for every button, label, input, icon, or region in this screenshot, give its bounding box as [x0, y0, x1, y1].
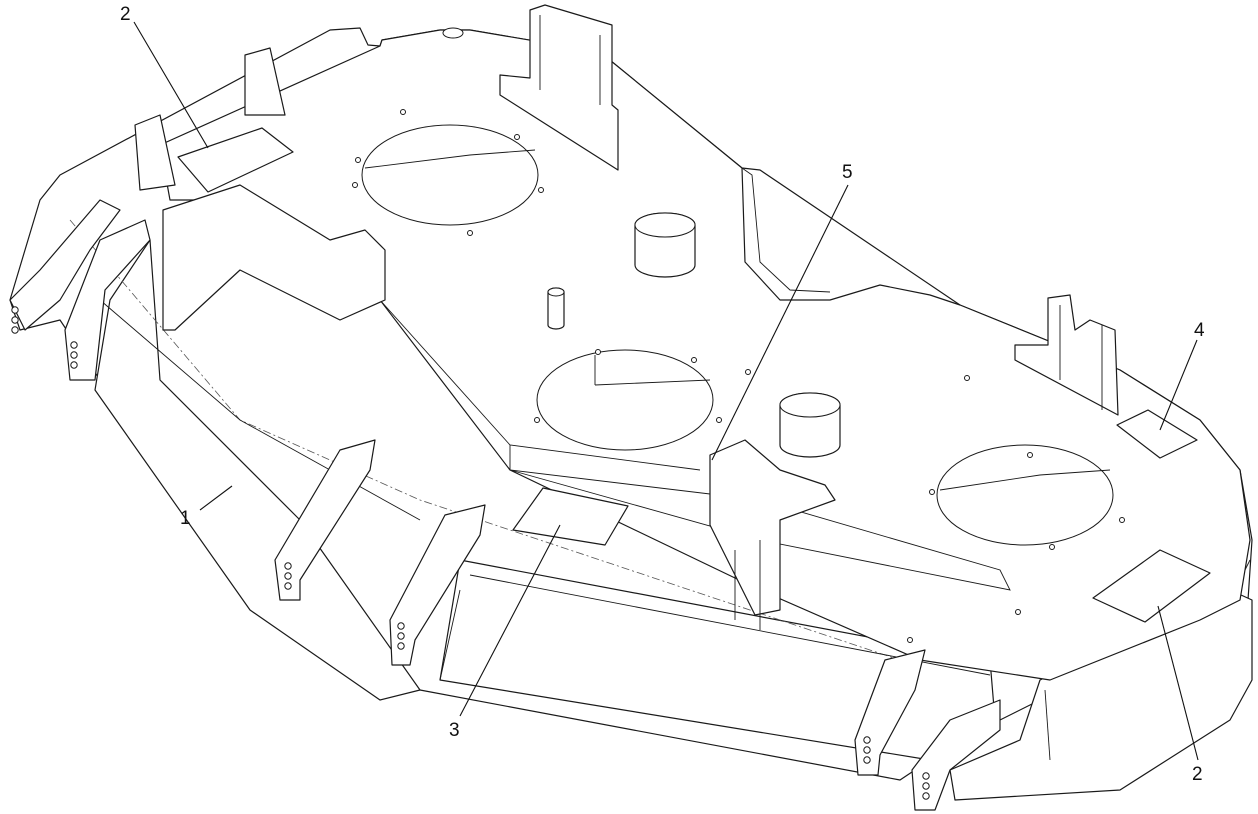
- callout-4: 4: [1194, 320, 1205, 341]
- blade-opening-center: [536, 349, 714, 451]
- leader-2-right: [1157, 605, 1199, 761]
- mounting-brackets: [134, 4, 1119, 630]
- leader-2-left: [133, 21, 209, 149]
- callout-5: 5: [842, 162, 853, 183]
- blade-openings: [361, 124, 1114, 546]
- blade-opening-right: [936, 444, 1114, 546]
- decal-2-right: [1092, 549, 1211, 623]
- callout-leaders: [133, 21, 1199, 761]
- callout-2-left: 2: [120, 4, 131, 25]
- callout-labels: 1 2 2 3 4 5: [120, 4, 1205, 785]
- leader-5: [711, 184, 849, 461]
- leader-1: [199, 485, 233, 511]
- decal-3: [512, 487, 629, 546]
- decal-2-left: [177, 127, 294, 193]
- leader-3: [459, 524, 561, 717]
- leader-4: [1159, 339, 1198, 431]
- callout-1: 1: [180, 508, 191, 529]
- decal-4: [1116, 409, 1198, 459]
- roller-brackets: [9, 199, 1001, 811]
- spindle-hubs: [442, 27, 841, 458]
- deck-bolt-holes: [352, 109, 1125, 643]
- callout-3: 3: [449, 720, 460, 741]
- callout-2-right: 2: [1192, 764, 1203, 785]
- blade-opening-left: [361, 124, 539, 226]
- decals: [177, 127, 1211, 623]
